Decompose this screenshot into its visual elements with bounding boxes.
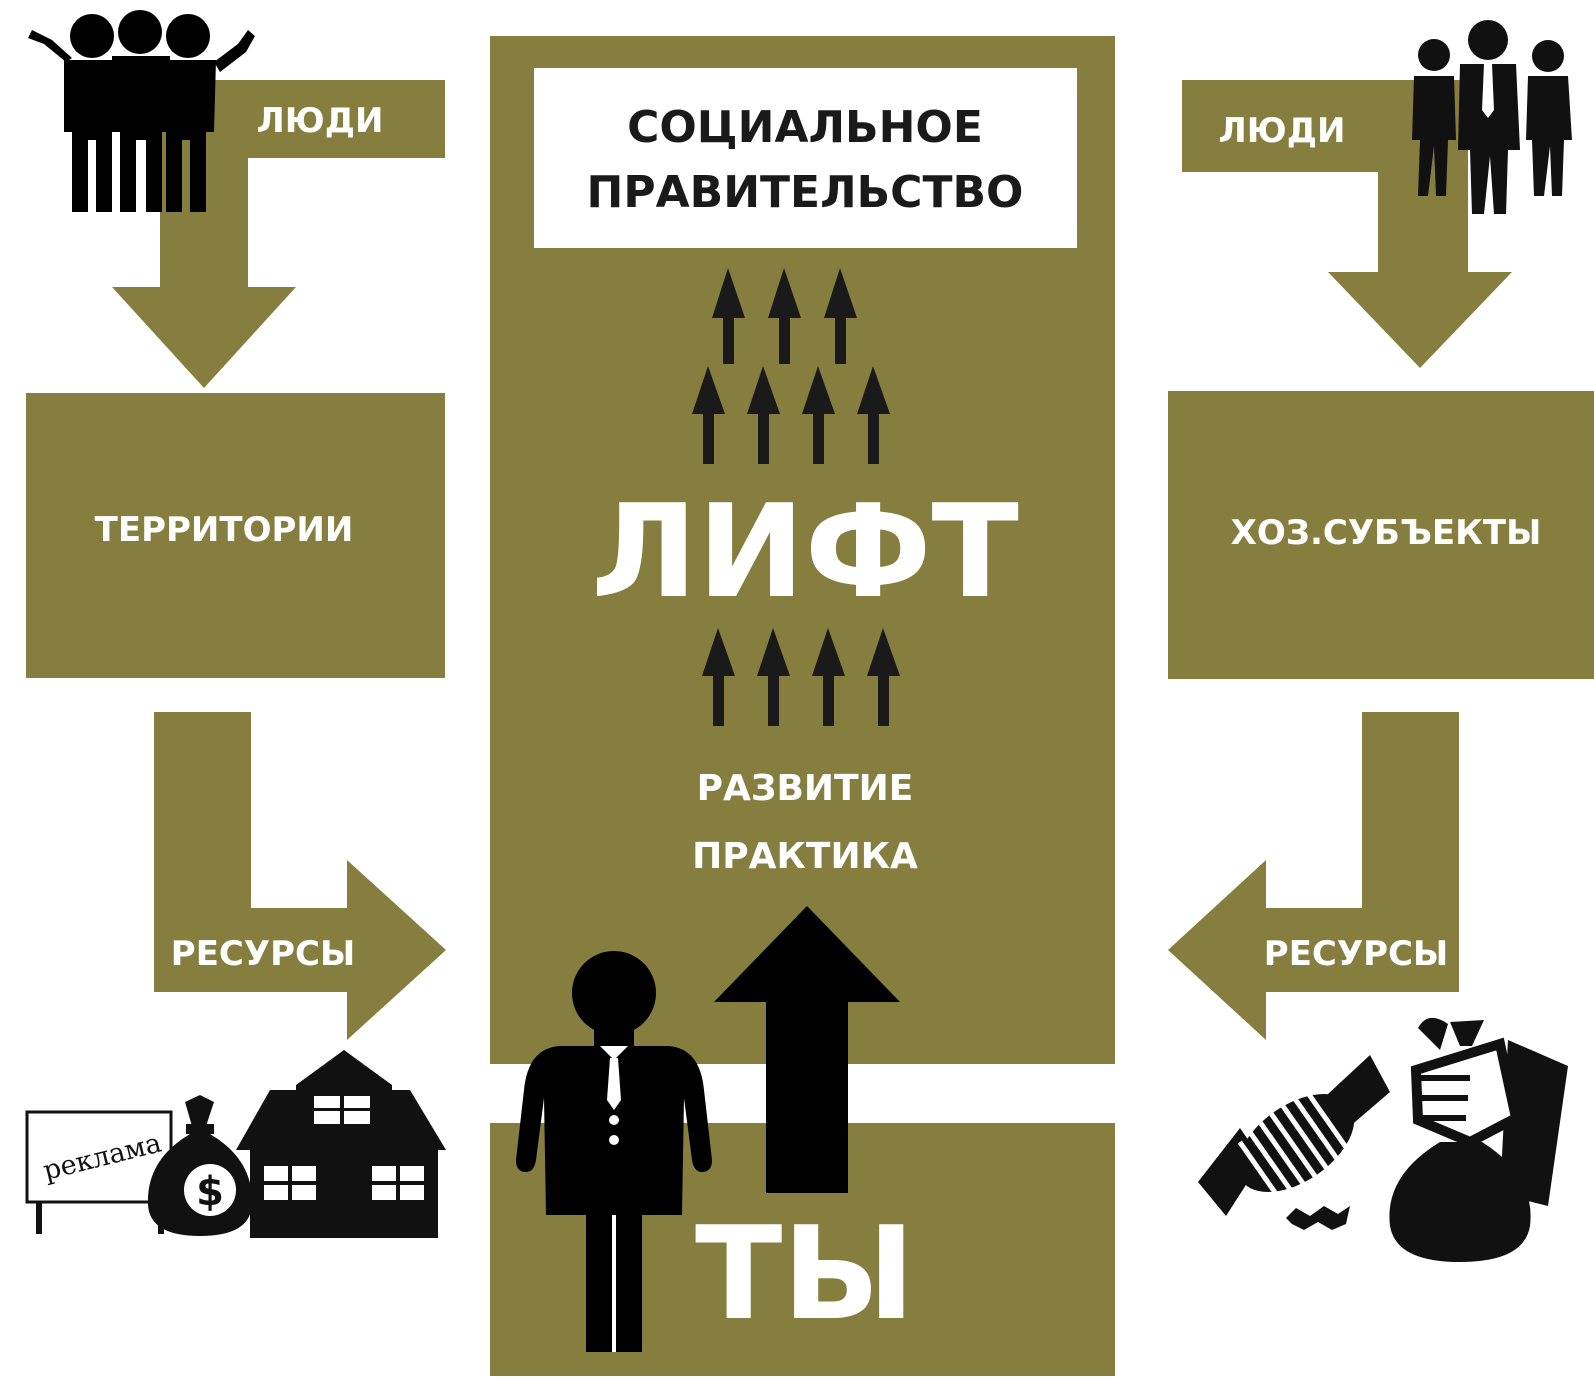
- businessmen-group-icon: [1412, 20, 1572, 214]
- money-bag-icon: $: [147, 1095, 253, 1236]
- up-arrow-icon: [768, 268, 801, 364]
- candy-icon: [1198, 1055, 1390, 1230]
- territories-box: [26, 393, 445, 678]
- up-arrows-row-3: [702, 628, 900, 726]
- up-arrow-icon: [747, 366, 780, 464]
- up-arrow-icon: [692, 366, 725, 464]
- right-resources-label: РЕСУРСЫ: [1264, 934, 1448, 974]
- right-resources-arrow: [1168, 712, 1459, 1040]
- you-label: ТЫ: [695, 1200, 915, 1349]
- up-arrow-icon: [824, 268, 857, 364]
- left-people-label: ЛЮДИ: [257, 101, 384, 141]
- social-government-box: СОЦИАЛЬНОЕ ПРАВИТЕЛЬСТВО: [534, 68, 1077, 248]
- social-government-line1: СОЦИАЛЬНОЕ: [627, 102, 983, 153]
- people-group-cheering-icon: [28, 10, 255, 212]
- billboard-icon: реклама: [25, 1110, 173, 1234]
- entities-box: [1168, 391, 1594, 679]
- left-resources-label: РЕСУРСЫ: [171, 934, 355, 974]
- hand-money-bag-icon: [1389, 1017, 1568, 1262]
- territories-label: ТЕРРИТОРИИ: [95, 510, 354, 550]
- businessman-icon: [516, 951, 712, 1352]
- right-people-label: ЛЮДИ: [1219, 111, 1346, 151]
- house-icon: [236, 1050, 446, 1238]
- entities-label: ХОЗ.СУБЪЕКТЫ: [1231, 513, 1542, 553]
- up-arrows-row-1: [712, 268, 857, 364]
- social-government-line2: ПРАВИТЕЛЬСТВО: [587, 167, 1024, 218]
- lift-label: ЛИФТ: [591, 478, 1019, 627]
- practice-label: ПРАКТИКА: [692, 836, 918, 877]
- big-up-arrow-icon: [714, 906, 900, 1193]
- up-arrow-icon: [857, 366, 890, 464]
- up-arrow-icon: [702, 628, 735, 726]
- left-resources-arrow: [154, 712, 446, 1040]
- up-arrow-icon: [757, 628, 790, 726]
- dollar-sign: $: [196, 1169, 224, 1215]
- up-arrow-icon: [867, 628, 900, 726]
- up-arrow-icon: [712, 268, 745, 364]
- up-arrows-row-2: [692, 366, 890, 464]
- development-label: РАЗВИТИЕ: [697, 768, 914, 809]
- up-arrow-icon: [802, 366, 835, 464]
- up-arrow-icon: [812, 628, 845, 726]
